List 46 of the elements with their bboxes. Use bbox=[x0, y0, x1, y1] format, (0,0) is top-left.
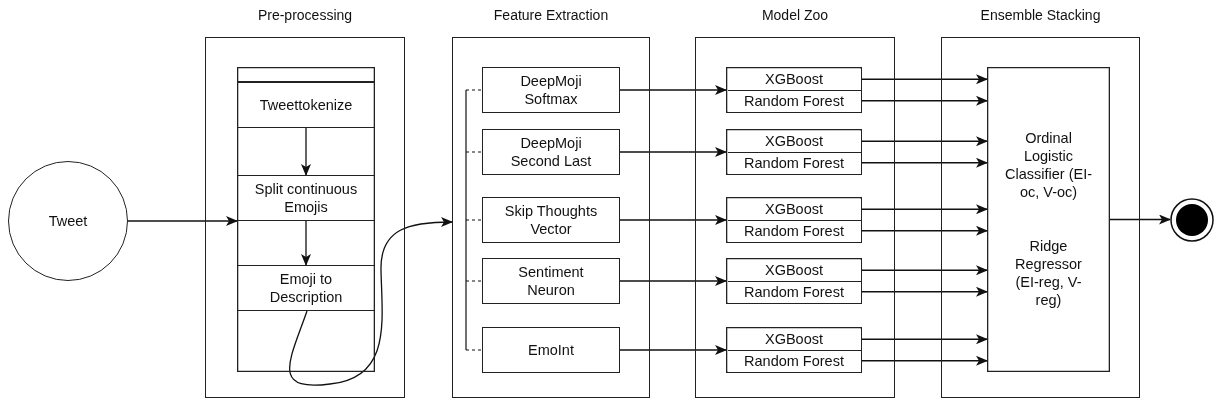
arrow bbox=[619, 215, 727, 225]
model-cell: Random Forest bbox=[727, 350, 861, 372]
model-pair-box bbox=[726, 258, 862, 304]
model-cell: Random Forest bbox=[727, 152, 861, 174]
arrow bbox=[301, 220, 311, 266]
arrow bbox=[619, 85, 727, 95]
arrow bbox=[859, 355, 988, 366]
arrow bbox=[859, 265, 988, 276]
model-label: Ordinal Logistic Classifier (EI-oc, V-oc) bbox=[1004, 129, 1093, 201]
arrow bbox=[859, 157, 988, 168]
arrow bbox=[859, 136, 988, 147]
model-pair-box bbox=[726, 327, 862, 373]
stage-title: Feature Extraction bbox=[492, 7, 610, 23]
arrow bbox=[859, 204, 988, 215]
process-box: DeepMoji Second Last bbox=[482, 129, 620, 175]
arrow bbox=[859, 225, 988, 236]
arrow bbox=[619, 276, 727, 286]
model-cell: Random Forest bbox=[727, 220, 861, 242]
arrow bbox=[859, 74, 988, 85]
stage-title: Ensemble Stacking bbox=[979, 7, 1102, 23]
process-box: Split continuous Emojis bbox=[237, 175, 375, 221]
arrow bbox=[859, 334, 988, 345]
process-box: Skip Thoughts Vector bbox=[482, 197, 620, 243]
arrow bbox=[1109, 214, 1171, 225]
model-pair-box bbox=[726, 197, 862, 243]
arrow bbox=[289, 217, 453, 386]
step-list-frame bbox=[237, 67, 375, 372]
model-cell: Random Forest bbox=[727, 281, 861, 303]
model-pair-box bbox=[726, 129, 862, 175]
model-label: Ridge Regressor (EI-reg, V-reg) bbox=[1014, 237, 1083, 309]
arrow bbox=[619, 345, 727, 355]
ensemble-box bbox=[987, 67, 1110, 372]
arrow bbox=[301, 127, 311, 176]
model-pair-box bbox=[726, 67, 862, 113]
stage-title: Pre-processing bbox=[256, 7, 354, 23]
process-box: EmoInt bbox=[482, 327, 620, 373]
process-box: Emoji to Description bbox=[237, 265, 375, 311]
process-box: DeepMoji Softmax bbox=[482, 67, 620, 113]
process-box: Tweettokenize bbox=[237, 82, 375, 128]
arrow bbox=[859, 286, 988, 297]
arrow bbox=[859, 95, 988, 106]
arrow bbox=[619, 147, 727, 157]
model-cell: Random Forest bbox=[727, 90, 861, 112]
stage-title: Model Zoo bbox=[760, 7, 830, 23]
process-box: Sentiment Neuron bbox=[482, 258, 620, 304]
arrow bbox=[127, 216, 238, 226]
